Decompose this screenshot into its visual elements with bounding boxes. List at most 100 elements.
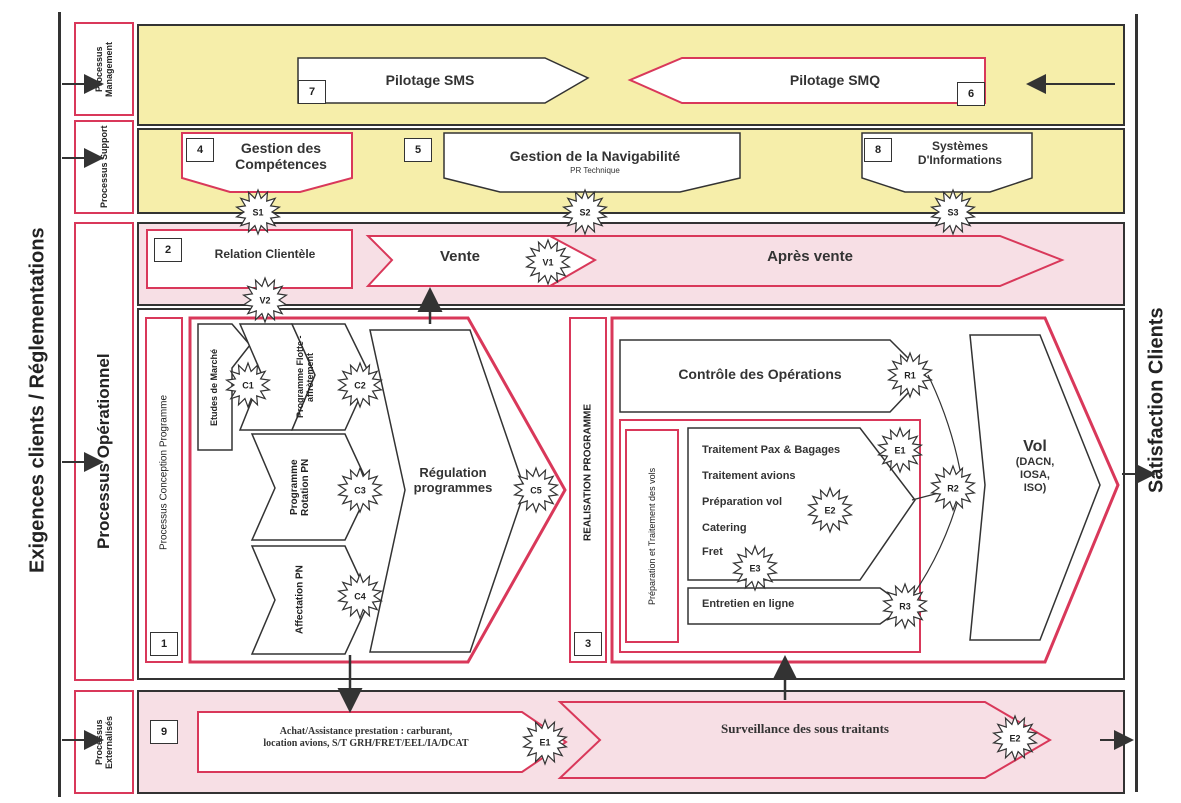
systemes-label-line2: D'Informations	[917, 152, 1003, 167]
preparation-label-box	[625, 429, 679, 643]
affectation-shape	[250, 545, 371, 655]
vol-label: Vol (DACN, IOSA, ISO)	[1000, 438, 1070, 494]
star-r2-label: R2	[947, 484, 959, 494]
smq-number: 6	[957, 82, 985, 106]
star-e2-ops	[806, 486, 854, 534]
realisation-vertical-label: REALISATION PROGRAMME	[582, 403, 594, 541]
systemes-shape	[861, 132, 1033, 193]
traitement-item-4: Fret	[702, 546, 723, 558]
traitement-shape	[687, 427, 916, 581]
competences-number: 4	[186, 138, 214, 162]
star-s2	[561, 188, 609, 236]
star-e3-ops-label: E3	[749, 564, 760, 574]
controle-label: Contrôle des Opérations	[678, 366, 842, 382]
surveillance-shape	[557, 701, 1052, 779]
preparation-vertical-label: Préparation et Traitement des vols	[647, 467, 657, 605]
star-r1	[886, 351, 934, 399]
right-satisfaction-panel	[1135, 14, 1181, 792]
competences-shape	[181, 132, 353, 193]
star-s3-label: S3	[947, 208, 958, 218]
vol-line-2: ISO)	[1023, 481, 1047, 494]
programme-flotte-label: Programme Flotte - affrètement	[295, 335, 315, 419]
realisation-number: 3	[574, 632, 602, 656]
star-e1-label: E1	[539, 738, 550, 748]
star-c2-label: C2	[354, 381, 366, 391]
star-c4-label: C4	[354, 592, 366, 602]
competences-label: Gestion des Compétences	[206, 140, 356, 172]
star-c1	[224, 361, 272, 409]
traitement-item-0: Traitement Pax & Bagages	[702, 444, 841, 456]
star-s1-label: S1	[252, 208, 263, 218]
conception-label-box	[145, 317, 183, 663]
vente-label: Vente	[439, 248, 481, 265]
pilotage-smq-shape	[627, 57, 986, 104]
traitement-item-2: Préparation vol	[702, 496, 783, 508]
apres-vente-label: Après vente	[767, 248, 853, 265]
competences-label-line1: Gestion des	[240, 140, 322, 156]
controle-shape	[619, 339, 927, 413]
competences-label-line2: Compétences	[235, 156, 327, 173]
star-c5	[512, 466, 560, 514]
pilotage-sms-label: Pilotage SMS	[385, 72, 475, 88]
regulation-label: Régulation programmes	[398, 465, 508, 496]
star-r2	[929, 464, 977, 512]
left-border-line	[58, 12, 61, 797]
star-e2-ops-label: E2	[824, 506, 835, 516]
navigabilite-shape	[443, 132, 741, 193]
systemes-label-line1: Systèmes	[931, 139, 989, 153]
navigabilite-sub: PR Technique	[570, 166, 620, 175]
etudes-label: Etudes de Marché	[209, 348, 219, 427]
star-e1-ops-label: E1	[894, 446, 905, 456]
star-e2	[991, 714, 1039, 762]
achat-label: Achat/Assistance prestation : carburant,…	[206, 726, 526, 749]
star-v2-label: V2	[259, 296, 270, 306]
sms-number: 7	[298, 80, 326, 104]
star-e2-label: E2	[1009, 734, 1020, 744]
star-c1-label: C1	[242, 381, 254, 391]
traitement-item-1: Traitement avions	[702, 470, 796, 482]
rotation-shape	[250, 433, 371, 541]
star-s3	[929, 188, 977, 236]
external-number: 9	[150, 720, 178, 744]
systemes-label: Systèmes D'Informations	[890, 139, 1030, 168]
star-r1-label: R1	[904, 371, 916, 381]
star-v1-label: V1	[542, 258, 553, 268]
star-s1	[234, 188, 282, 236]
conception-vertical-label: Processus Conception Programme	[158, 394, 170, 550]
realisation-label-box	[569, 317, 607, 663]
relation-number: 2	[154, 238, 182, 262]
affectation-label: Affectation PN	[294, 565, 306, 635]
achat-line2: location avions, S/T GRH/FRET/EEL/IA/DCA…	[263, 737, 469, 749]
navigabilite-label: Gestion de la Navigabilité	[509, 148, 681, 164]
connector-controle-vol	[927, 374, 961, 471]
star-r3-label: R3	[899, 602, 911, 612]
star-c5-label: C5	[530, 486, 542, 496]
surveillance-label: Surveillance des sous traitants	[721, 721, 889, 736]
star-e1-ops	[876, 426, 924, 474]
apres-vente-arrow	[546, 235, 1065, 287]
vol-line-1: IOSA,	[1020, 469, 1050, 482]
star-c4	[336, 572, 384, 620]
pilotage-smq-label: Pilotage SMQ	[789, 72, 881, 88]
star-r3	[881, 582, 929, 630]
star-e1	[521, 718, 569, 766]
vol-shape	[969, 334, 1101, 641]
relation-label: Relation Clientèle	[214, 247, 316, 261]
star-c3-label: C3	[354, 486, 366, 496]
vol-line-0: (DACN,	[1015, 456, 1055, 469]
navigabilite-number: 5	[404, 138, 432, 162]
star-s2-label: S2	[579, 208, 590, 218]
regulation-line1: Régulation	[419, 465, 487, 480]
star-v1	[524, 238, 572, 286]
star-v2	[241, 276, 289, 324]
systemes-number: 8	[864, 138, 892, 162]
conception-number: 1	[150, 632, 178, 656]
etudes-shape	[197, 323, 251, 451]
star-e3-ops	[731, 544, 779, 592]
traitement-item-3: Catering	[702, 522, 747, 534]
entretien-label: Entretien en ligne	[702, 598, 795, 610]
vol-title: Vol	[1023, 438, 1047, 455]
star-c3	[336, 466, 384, 514]
regulation-shape	[369, 329, 526, 653]
